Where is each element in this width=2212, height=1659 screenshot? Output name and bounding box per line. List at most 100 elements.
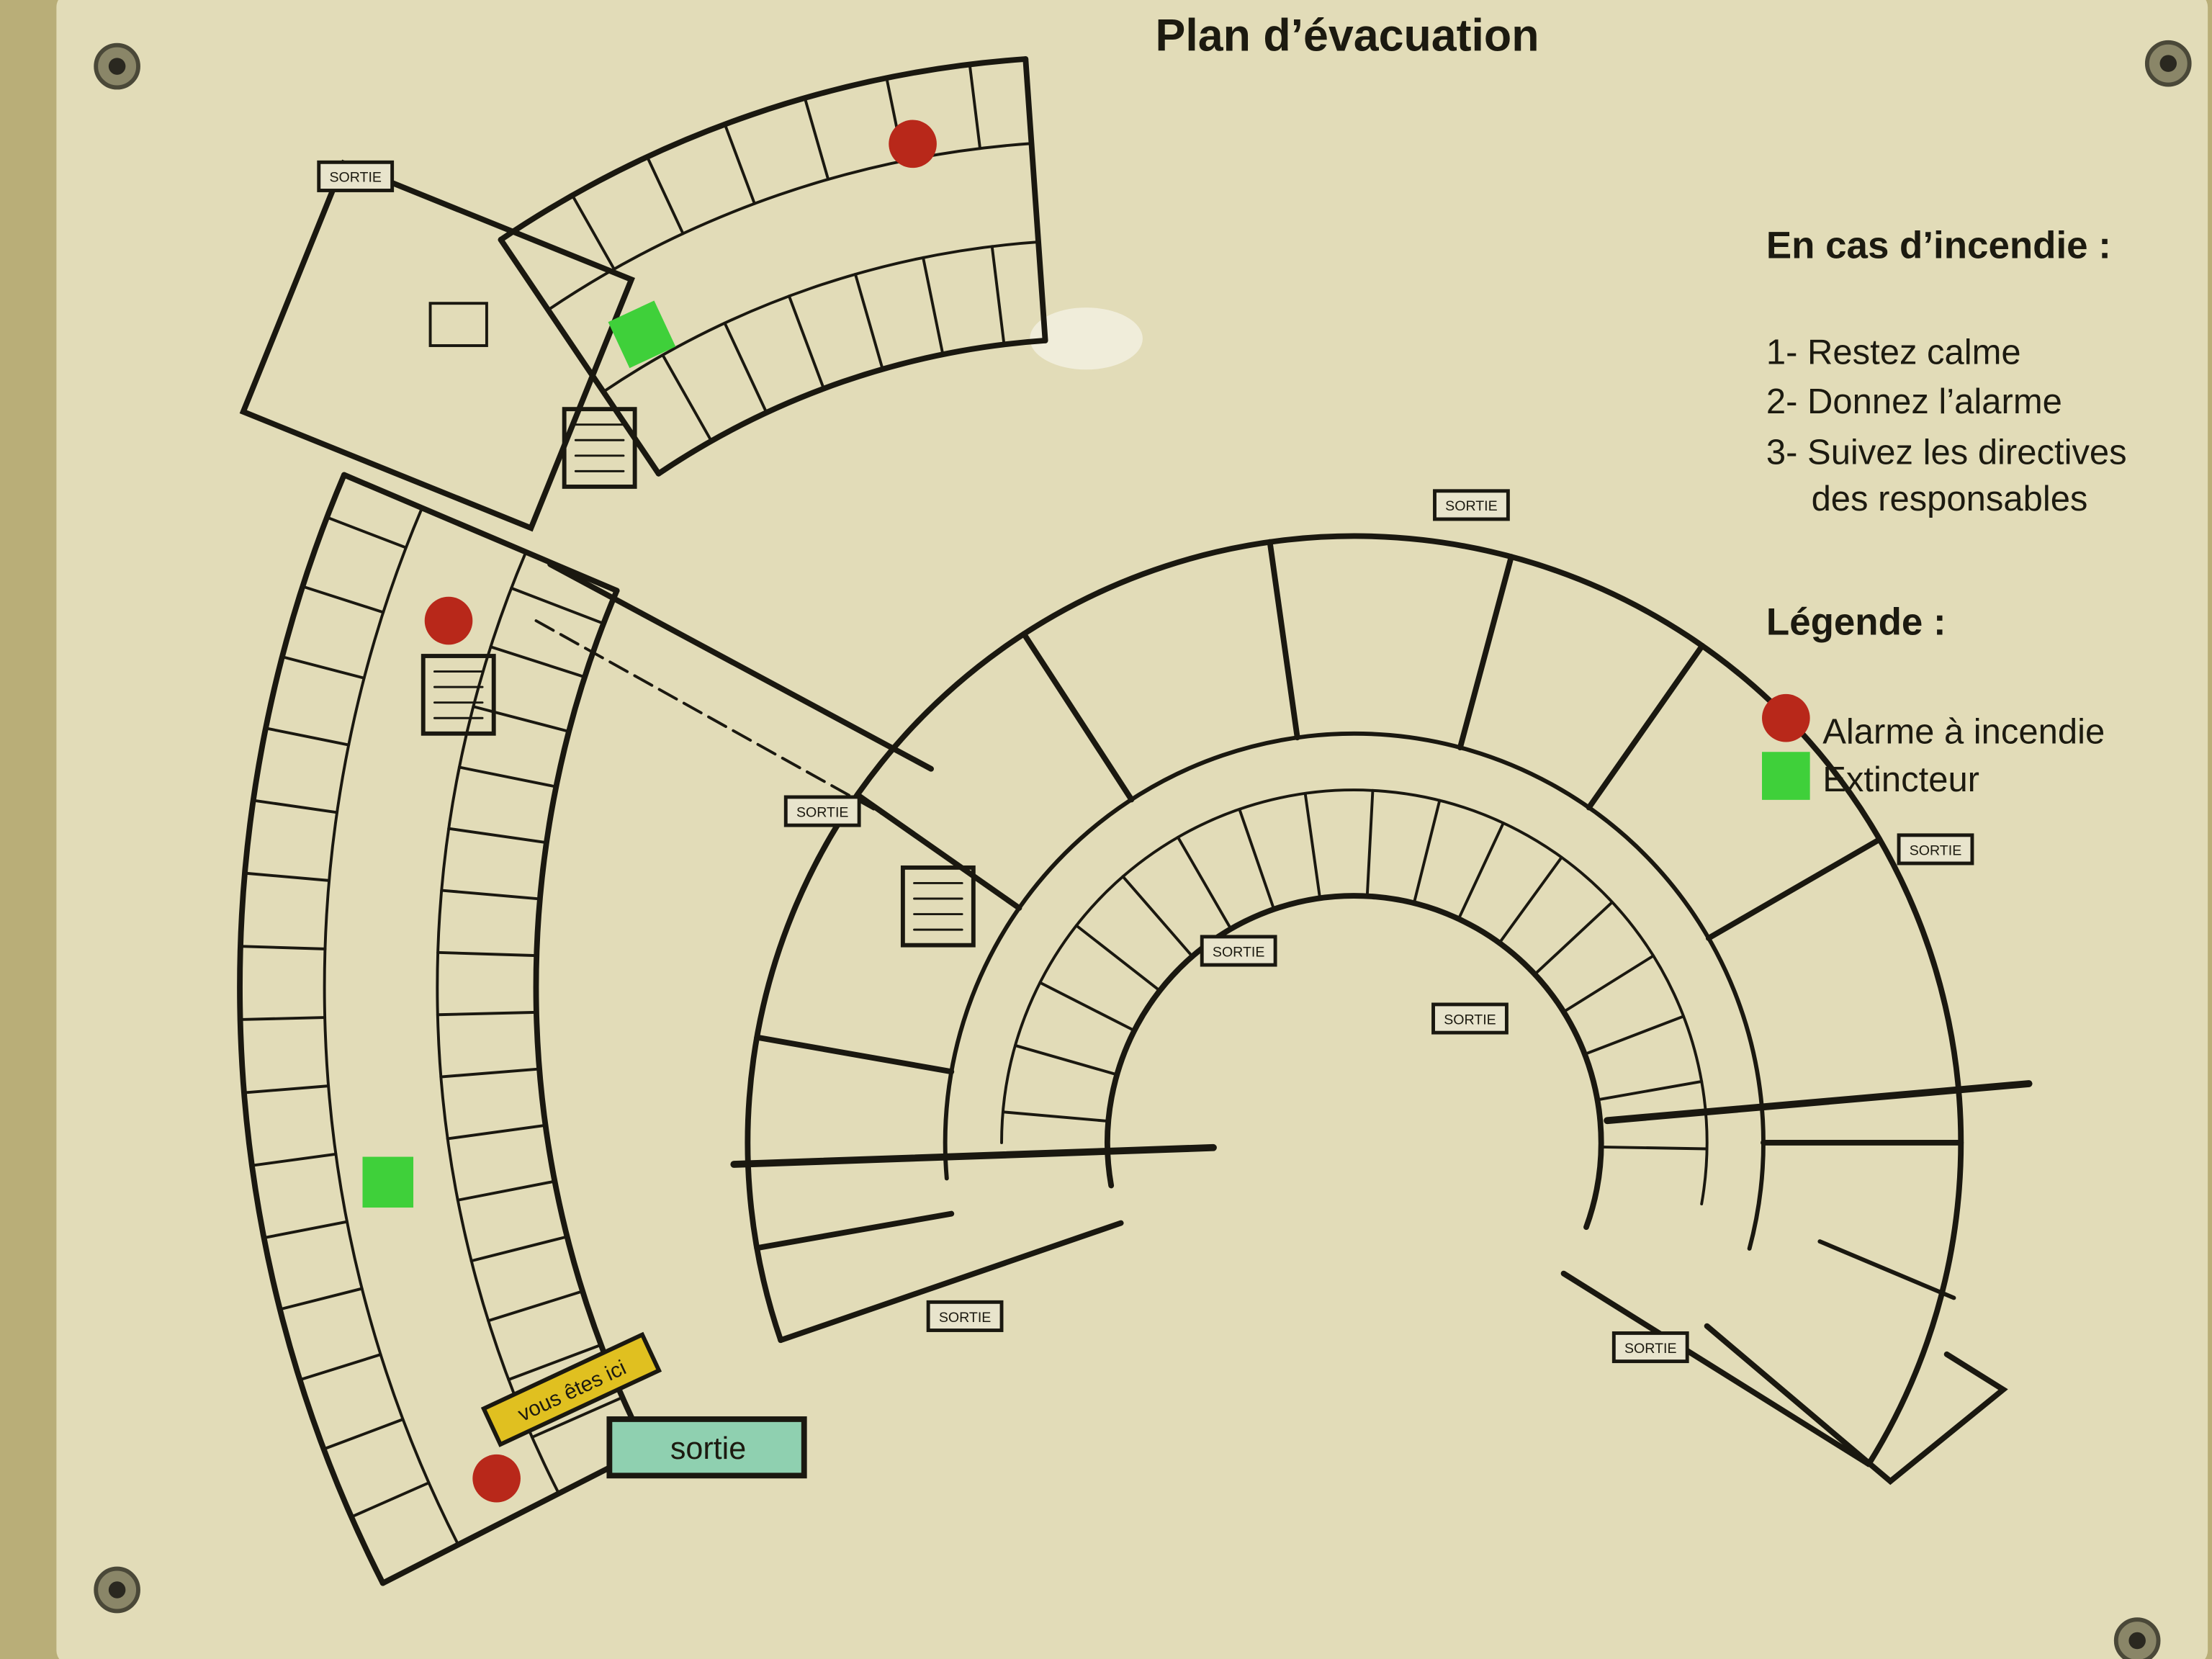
exit-label-box bbox=[1200, 935, 1277, 967]
exit-label: SORTIE bbox=[1213, 944, 1265, 960]
end-wall bbox=[498, 237, 662, 477]
room-divider bbox=[278, 1287, 364, 1311]
glare bbox=[1030, 307, 1143, 370]
screw-head bbox=[2159, 55, 2177, 72]
room-divider bbox=[489, 645, 586, 679]
exit-label: SORTIE bbox=[1910, 842, 1962, 858]
exit-label-box bbox=[926, 1300, 1004, 1332]
room-divider bbox=[531, 1395, 624, 1439]
corridor-wall bbox=[323, 506, 460, 1547]
room-divider bbox=[447, 827, 548, 845]
room-divider bbox=[350, 1481, 431, 1519]
room-divider bbox=[1267, 539, 1300, 741]
room-divider bbox=[1014, 1043, 1119, 1076]
room-divider bbox=[1533, 900, 1614, 976]
room-divider bbox=[854, 791, 1022, 911]
room-divider bbox=[661, 354, 713, 443]
exit-label-box bbox=[783, 795, 861, 827]
room-divider bbox=[922, 256, 945, 356]
instruction-step: 1- Restez calme bbox=[1766, 333, 2021, 372]
corridor-wall bbox=[601, 240, 1040, 394]
legend-label-extinguisher: Extincteur bbox=[1822, 760, 1979, 799]
exit-label: SORTIE bbox=[1624, 1341, 1677, 1357]
room-divider bbox=[262, 1220, 349, 1240]
room-divider bbox=[1583, 1015, 1686, 1056]
room-divider bbox=[1599, 1145, 1709, 1151]
exit-label: SORTIE bbox=[796, 804, 849, 820]
middle-wall bbox=[1000, 788, 1709, 1205]
room-divider bbox=[1176, 835, 1233, 930]
screws bbox=[94, 40, 2192, 1659]
outer-wall bbox=[237, 472, 386, 1586]
exit-label: SORTIE bbox=[1444, 1012, 1496, 1028]
end-wall bbox=[1560, 1270, 1872, 1467]
room-divider bbox=[803, 96, 830, 181]
room-divider bbox=[570, 194, 616, 271]
room-divider bbox=[968, 63, 981, 150]
partition bbox=[1817, 1239, 1956, 1300]
room-divider bbox=[239, 945, 327, 950]
room-divider bbox=[723, 321, 768, 414]
end-wall bbox=[778, 1220, 1124, 1344]
exit-label-box bbox=[1611, 1331, 1689, 1364]
room-divider bbox=[325, 516, 408, 549]
room-divider bbox=[1586, 642, 1705, 811]
room-divider bbox=[1498, 855, 1563, 945]
corridor-wall bbox=[534, 619, 904, 827]
outer-wall bbox=[498, 56, 1029, 243]
room-divider bbox=[1238, 807, 1276, 911]
room-divider bbox=[469, 1235, 569, 1263]
stairwell bbox=[421, 654, 496, 736]
room-divider bbox=[250, 1152, 338, 1167]
exit-label-box bbox=[1433, 489, 1510, 521]
inner-wall bbox=[655, 337, 1048, 477]
corridor-wall bbox=[436, 550, 561, 1496]
room-divider bbox=[507, 1343, 603, 1381]
extinguisher-icon bbox=[608, 300, 676, 369]
stairwell bbox=[900, 865, 976, 948]
room-divider bbox=[436, 1010, 538, 1017]
instruction-step: 2- Donnez l’alarme bbox=[1766, 382, 2062, 421]
extinguisher-icon bbox=[362, 1156, 414, 1208]
room-divider bbox=[754, 1034, 955, 1075]
screw-head bbox=[108, 58, 126, 75]
room-divider bbox=[1705, 836, 1883, 941]
middle-wall bbox=[943, 731, 1766, 1251]
stairwell bbox=[562, 407, 637, 489]
room-divider bbox=[298, 1353, 382, 1382]
room-divider bbox=[754, 1210, 955, 1251]
corridor-wall bbox=[547, 561, 934, 772]
room-divider bbox=[1412, 799, 1442, 905]
exit-label-box bbox=[317, 160, 395, 192]
screw-head bbox=[2128, 1632, 2146, 1650]
large-room bbox=[239, 159, 635, 532]
room-divider bbox=[251, 799, 338, 814]
exit-sign: sortie bbox=[606, 1416, 807, 1479]
legend-label-alarm: Alarme à incendie bbox=[1822, 712, 2105, 751]
end-wall bbox=[1022, 56, 1048, 343]
room-divider bbox=[440, 889, 541, 901]
end-wall bbox=[379, 1445, 650, 1586]
room-divider bbox=[264, 727, 351, 747]
room-divider bbox=[472, 705, 570, 733]
exit-label-box bbox=[1897, 833, 1974, 866]
room-divider bbox=[322, 1418, 405, 1451]
fire-alarm-legend-icon bbox=[1762, 693, 1810, 742]
instruction-step: 3- Suivez les directives bbox=[1766, 433, 2127, 472]
fire-alarm-icon bbox=[472, 1454, 521, 1503]
elevator-icon bbox=[428, 302, 488, 347]
room-divider bbox=[242, 1084, 331, 1094]
exit-label: SORTIE bbox=[939, 1310, 992, 1326]
legend-heading: Légende : bbox=[1766, 601, 1946, 644]
fire-alarm-icon bbox=[889, 120, 937, 168]
exit-label: SORTIE bbox=[329, 170, 382, 186]
long-wall bbox=[1604, 1080, 2033, 1125]
room-divider bbox=[1457, 554, 1514, 751]
room-divider bbox=[1365, 788, 1375, 898]
room-divider bbox=[1021, 631, 1135, 803]
exit-label-box bbox=[1431, 1002, 1509, 1035]
courtyard-wall bbox=[1105, 893, 1604, 1231]
room-divider bbox=[787, 295, 825, 390]
extinguisher-legend-icon bbox=[1762, 752, 1810, 800]
